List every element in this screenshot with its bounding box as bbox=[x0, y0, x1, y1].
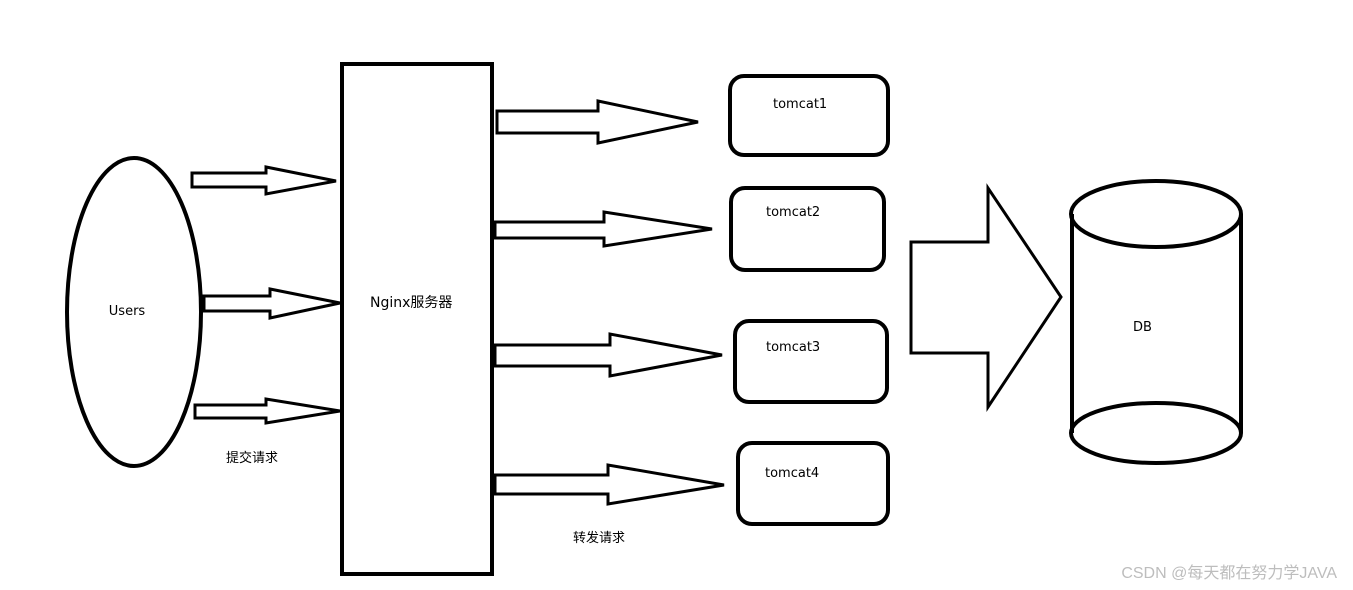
arrow-nginx-tomcat-2 bbox=[493, 210, 713, 248]
watermark: CSDN @每天都在努力学JAVA bbox=[1121, 564, 1337, 582]
arrow-nginx-tomcat-1 bbox=[495, 99, 699, 145]
arrow-nginx-tomcat-4 bbox=[493, 463, 725, 506]
tomcat-node-3: tomcat3 bbox=[733, 319, 889, 404]
tomcat-label-4: tomcat4 bbox=[765, 466, 819, 481]
tomcat-label-3: tomcat3 bbox=[766, 340, 820, 355]
nginx-to-tomcat-arrows bbox=[493, 99, 725, 506]
user-to-nginx-arrows bbox=[190, 165, 341, 425]
arrow-user-nginx-3 bbox=[193, 397, 341, 425]
db-label: DB bbox=[1133, 320, 1152, 335]
users-ellipse bbox=[65, 156, 203, 468]
db-cylinder-bottom bbox=[1069, 401, 1243, 465]
tomcat-box-2 bbox=[729, 186, 886, 272]
db-node: DB bbox=[1069, 179, 1243, 465]
tomcat-box-1 bbox=[728, 74, 890, 157]
users-node: Users bbox=[65, 156, 203, 468]
nginx-node: Nginx服务器 bbox=[340, 62, 494, 576]
arrow-user-nginx-2 bbox=[202, 287, 341, 320]
tomcat-node-4: tomcat4 bbox=[736, 441, 890, 526]
submit-request-label: 提交请求 bbox=[226, 450, 278, 466]
tomcat-node-2: tomcat2 bbox=[729, 186, 886, 272]
arrow-tomcat-db bbox=[909, 183, 1063, 412]
users-label: Users bbox=[109, 304, 146, 319]
tomcat-label-2: tomcat2 bbox=[766, 205, 820, 220]
nginx-box bbox=[340, 62, 494, 576]
tomcat-node-1: tomcat1 bbox=[728, 74, 890, 157]
db-cylinder-top bbox=[1069, 179, 1243, 249]
arrow-nginx-tomcat-3 bbox=[493, 332, 723, 378]
forward-request-label: 转发请求 bbox=[573, 530, 625, 546]
tomcat-box-4 bbox=[736, 441, 890, 526]
arrow-user-nginx-1 bbox=[190, 165, 337, 196]
db-cylinder-body bbox=[1070, 214, 1243, 433]
nginx-label: Nginx服务器 bbox=[370, 295, 452, 311]
tomcat-label-1: tomcat1 bbox=[773, 97, 827, 112]
tomcat-box-3 bbox=[733, 319, 889, 404]
